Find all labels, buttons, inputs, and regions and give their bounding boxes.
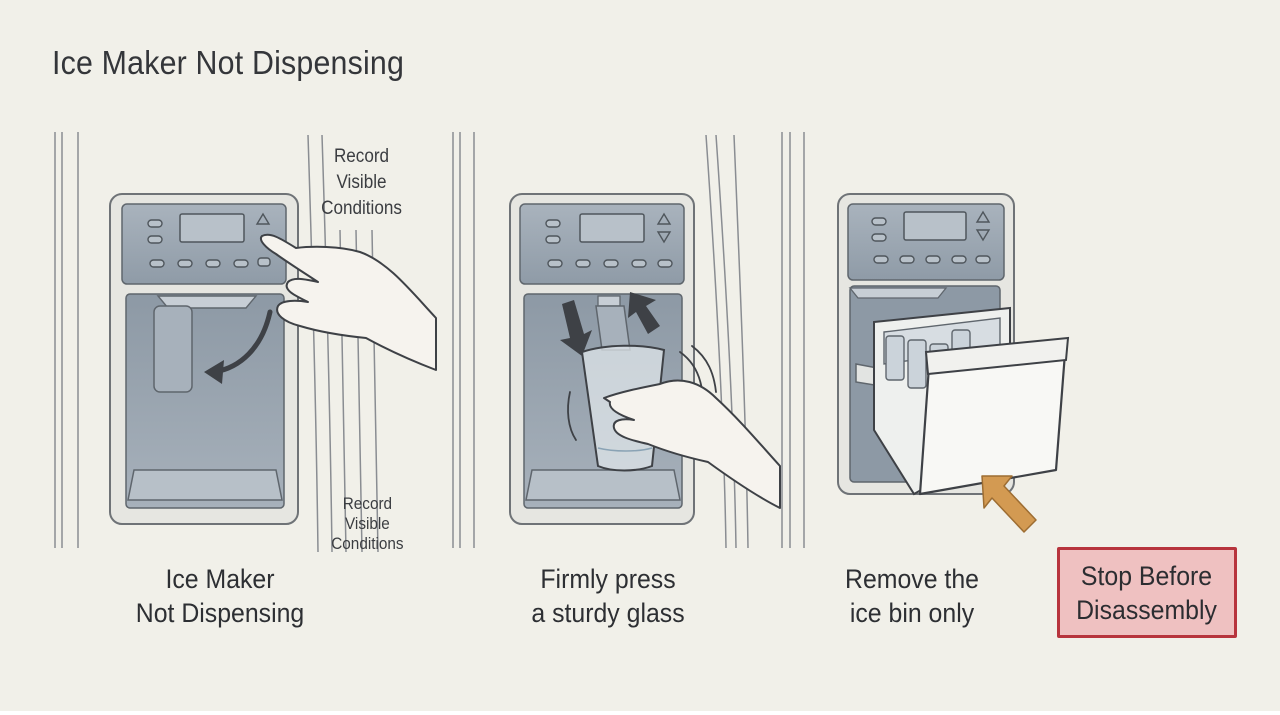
up-triangle-icon bbox=[255, 212, 271, 225]
glass-water-line bbox=[597, 447, 653, 452]
control-buttons bbox=[147, 219, 271, 268]
step-1-caption: Ice Maker Not Dispensing bbox=[135, 564, 305, 628]
control-buttons-2 bbox=[545, 219, 673, 268]
down-triangle-icon-3 bbox=[975, 229, 991, 242]
push-arrow-left bbox=[560, 300, 592, 356]
up-triangle-icon-2 bbox=[656, 212, 672, 225]
up-triangle-icon-3 bbox=[975, 210, 991, 223]
dispenser-paddle bbox=[153, 305, 193, 393]
control-display bbox=[179, 213, 245, 243]
step-1-illustration bbox=[54, 132, 437, 553]
stop-before-disassembly-warning: Stop Before Disassembly bbox=[1057, 547, 1237, 638]
drip-tray bbox=[127, 469, 283, 501]
ice-chute-3 bbox=[848, 287, 948, 299]
step-2-illustration bbox=[452, 132, 781, 549]
ice-bin-lip bbox=[924, 336, 1070, 376]
ice-chute-2 bbox=[597, 295, 621, 307]
fridge-door-edge-left-2 bbox=[452, 132, 475, 548]
warning-label: Stop Before Disassembly bbox=[1076, 560, 1218, 625]
step-2-caption: Firmly press a sturdy glass bbox=[531, 564, 685, 628]
fridge-door-edge-left bbox=[54, 132, 79, 548]
fridge-door-edge-right-2 bbox=[705, 134, 749, 549]
push-arrow-right bbox=[628, 292, 660, 334]
curved-arrow-head bbox=[204, 360, 224, 384]
bottom-divider bbox=[0, 711, 1280, 715]
dispenser-paddle-2 bbox=[595, 305, 631, 351]
ice-chute bbox=[156, 295, 258, 309]
note-record-conditions-bottom: Record Visible Conditions bbox=[331, 494, 404, 553]
control-display-3 bbox=[903, 211, 967, 241]
hand-holding-glass bbox=[603, 379, 781, 509]
fridge-door-edge-left-3 bbox=[781, 132, 805, 548]
pointer-arrow-icon bbox=[981, 475, 1037, 533]
drip-tray-2 bbox=[525, 469, 681, 501]
page-title: Ice Maker Not Dispensing bbox=[52, 44, 405, 81]
note-record-conditions-top: Record Visible Conditions bbox=[321, 146, 402, 219]
control-buttons-3 bbox=[871, 217, 991, 264]
hand-pressing-button bbox=[260, 233, 437, 371]
down-triangle-icon-2 bbox=[656, 231, 672, 244]
step-3-illustration bbox=[781, 132, 1070, 548]
control-display-2 bbox=[579, 213, 645, 243]
step-3-caption: Remove the ice bin only bbox=[845, 564, 979, 628]
